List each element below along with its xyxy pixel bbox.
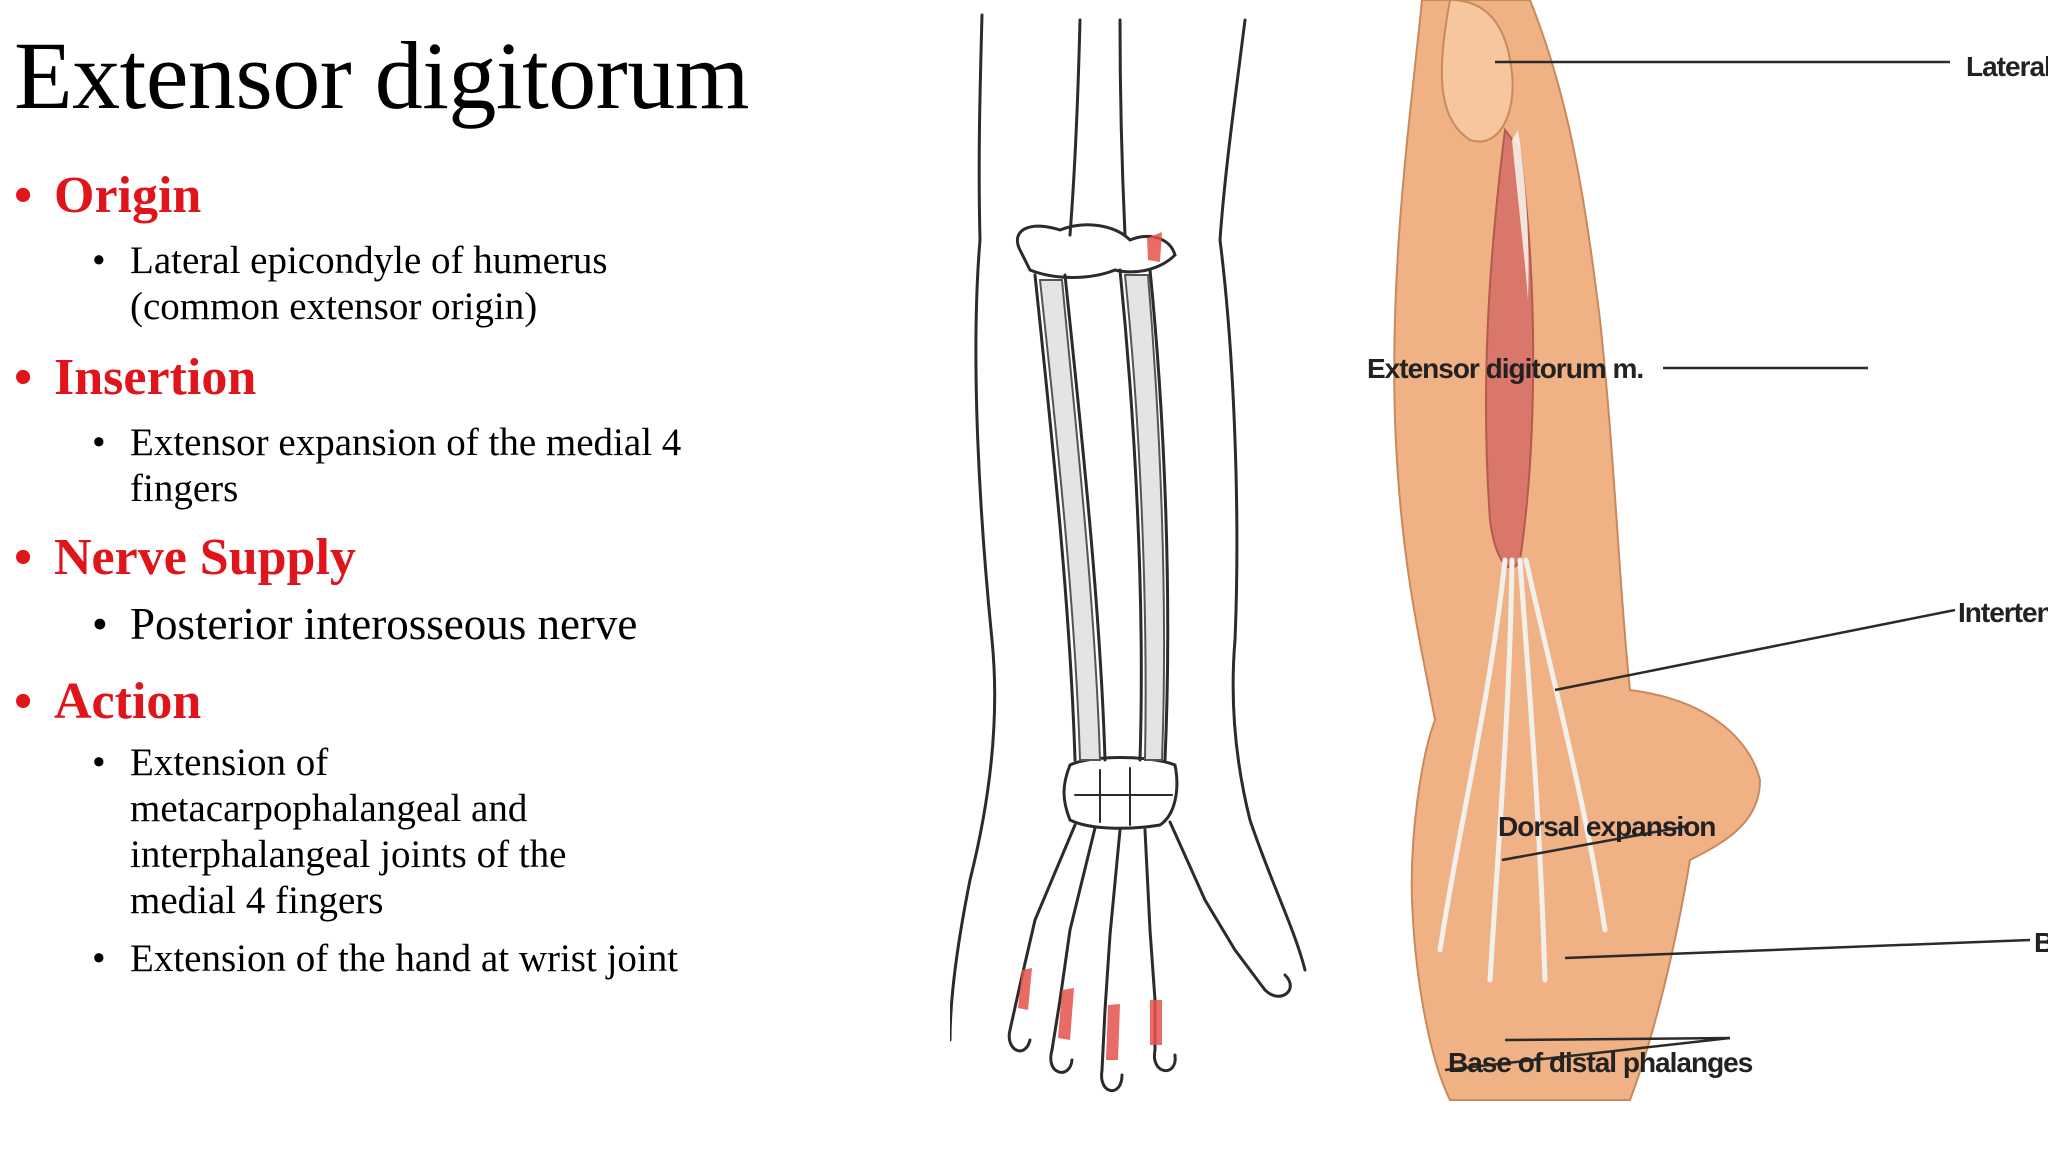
item-text: Lateral epicondyle of humerus (common ex… [130, 239, 608, 328]
heading-text: Nerve Supply [54, 529, 356, 586]
list-item: • Extensor expansion of the medial 4 fing… [92, 420, 730, 512]
list-item: • Lateral epicondyle of humerus (common e… [92, 238, 730, 330]
label-extensor-digitorum: Extensor digitorum m. [1367, 353, 1643, 384]
slide-title: Extensor digitorum [14, 22, 749, 129]
section-heading: • Action [14, 676, 690, 728]
label-base-short: Ba [2034, 927, 2048, 958]
section-action: • Action • Extension of metacarpophalangea… [14, 676, 690, 982]
item-text: Extension of the hand at wrist joint [130, 937, 679, 980]
bullet-icon: • [14, 673, 33, 730]
label-intertendinous: Intertenc [1958, 597, 2048, 628]
bullet-icon: • [14, 349, 33, 406]
heading-text: Action [54, 673, 202, 730]
label-lateral: Lateral [1966, 51, 2048, 82]
heading-text: Insertion [54, 349, 257, 406]
section-heading: • Insertion [14, 352, 730, 404]
heading-text: Origin [54, 167, 202, 224]
bullet-icon: • [92, 421, 106, 464]
section-heading: • Nerve Supply [14, 532, 730, 584]
section-insertion: • Insertion • Extensor expansion of the me… [14, 352, 730, 512]
forearm-skeleton-illustration [950, 13, 1307, 1093]
section-origin: • Origin • Lateral epicondyle of humerus (… [14, 170, 730, 330]
bullet-icon: • [92, 239, 106, 282]
forearm-skin [1393, 0, 1762, 1101]
item-text: Extension of metacarpophalangeal and int… [130, 741, 567, 922]
bullet-icon: • [92, 741, 106, 784]
list-item: • Extension of the hand at wrist joint [92, 936, 690, 982]
list-item: • Posterior interosseous nerve [92, 598, 730, 650]
label-dorsal-expansion: Dorsal expansion [1498, 811, 1715, 842]
bullet-icon: • [92, 599, 108, 649]
label-base-distal-phalanges: Base of distal phalanges [1448, 1047, 1753, 1078]
section-nerve-supply: • Nerve Supply • Posterior interosseous ne… [14, 532, 730, 650]
item-text: Extensor expansion of the medial 4 finge… [130, 421, 682, 510]
item-text: Posterior interosseous nerve [130, 599, 638, 649]
extensor-digitorum-illustration: Lateral Extensor digitorum m. Intertenc … [1367, 0, 2048, 1101]
bullet-icon: • [14, 529, 33, 586]
bullet-icon: • [14, 167, 33, 224]
section-heading: • Origin [14, 170, 730, 222]
list-item: • Extension of metacarpophalangeal and in… [92, 740, 610, 924]
bullet-icon: • [92, 937, 106, 980]
